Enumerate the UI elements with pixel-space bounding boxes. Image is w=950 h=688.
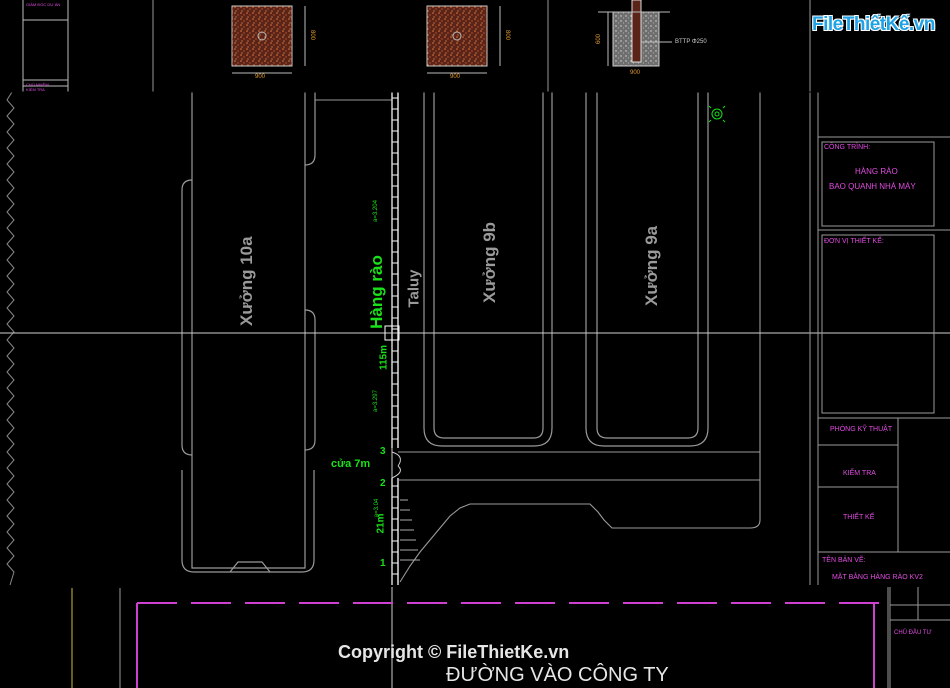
- steel-label: BTTP Φ250: [675, 39, 707, 45]
- marker-2: 2: [380, 478, 386, 489]
- tb-drawing-name: MẶT BẰNG HÀNG RÀO KV2: [832, 574, 923, 581]
- tb-project-label: CÔNG TRÌNH:: [824, 144, 871, 151]
- marker-1: 1: [380, 558, 386, 569]
- tb-design: THIẾT KẾ: [843, 514, 875, 521]
- tb-check: KIỂM TRA: [843, 470, 876, 477]
- crosshair-cursor: [0, 92, 950, 688]
- left-break-line: [6, 91, 15, 586]
- building-9b-label: Xưởng 9b: [480, 221, 499, 303]
- spacing-label-b: a=3.297: [373, 390, 379, 412]
- tb-investor: CHỦ ĐẦU TƯ: [894, 630, 932, 636]
- road-label: ĐƯỜNG VÀO CÔNG TY: [446, 664, 669, 686]
- fence-label: Hàng rào: [367, 255, 386, 329]
- tb-project-line2: BAO QUANH NHÀ MÁY: [829, 182, 916, 191]
- building-10a-label: Xưởng 10a: [237, 236, 256, 326]
- gate-label: cửa 7m: [331, 458, 371, 470]
- footing-detail-2: [426, 5, 501, 74]
- tb-designer-unit: ĐƠN VỊ THIẾT KẾ:: [824, 238, 884, 245]
- left-strip-row1: GIÁM ĐỐC DỰ ÁN: [26, 2, 61, 7]
- site-boundary-dashed: [136, 602, 880, 688]
- building-9b-outline: [423, 92, 553, 447]
- spacing-label-a: a=3.204: [373, 200, 379, 222]
- tb-drawing-name-label: TÊN BẢN VẼ:: [822, 557, 866, 564]
- building-9a-outline: [585, 92, 709, 447]
- post-side-dim: 600: [596, 33, 603, 45]
- copyright-watermark: Copyright © FileThietKe.vn: [338, 642, 570, 662]
- footing-detail-1: [231, 5, 306, 74]
- footing-dim-1: 900: [255, 74, 266, 80]
- footing-side-dim-2: 800: [504, 29, 511, 41]
- fence-line: [391, 92, 399, 585]
- left-strip-row2: CHỦ NHIỆM: [26, 82, 49, 87]
- footing-side-dim-1: 800: [309, 29, 316, 41]
- tb-project-line1: HÀNG RÀO: [855, 167, 898, 176]
- post-dim: 900: [630, 70, 641, 76]
- slope-hatch: [400, 499, 420, 561]
- site-logo: FileThiếtKế.vn: [812, 14, 935, 35]
- marker-3: 3: [380, 446, 386, 457]
- left-title-strip: [22, 0, 69, 92]
- gate-opening: [391, 451, 401, 479]
- length-21-label: 21m: [375, 513, 387, 534]
- internal-road: [398, 92, 761, 583]
- tree-symbol: [708, 105, 726, 123]
- left-strip-row3: KIỂM TRA: [26, 87, 45, 92]
- footing-dim-2: 900: [450, 74, 461, 80]
- slope-label: Taluy: [405, 269, 423, 308]
- post-section-detail: [598, 0, 672, 67]
- tb-tech-dept: PHÒNG KỸ THUẬT: [830, 426, 893, 433]
- building-10a-outline: [181, 92, 316, 573]
- length-115-label: 115m: [378, 344, 390, 371]
- building-9a-label: Xưởng 9a: [642, 225, 661, 306]
- title-block-frame: [809, 92, 950, 688]
